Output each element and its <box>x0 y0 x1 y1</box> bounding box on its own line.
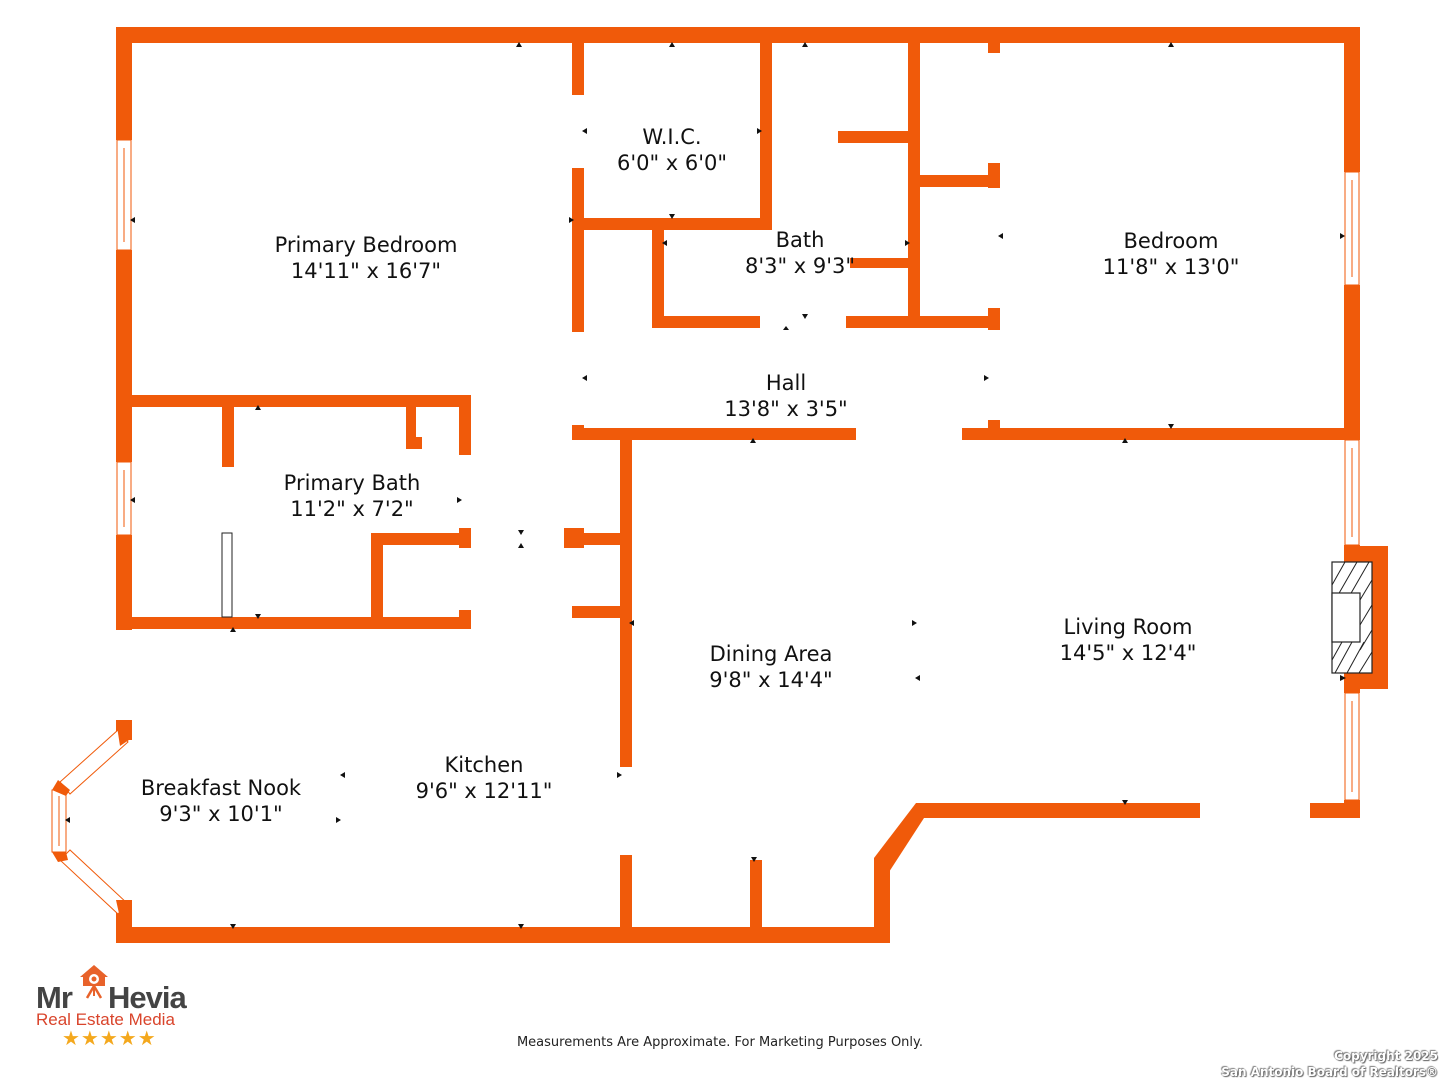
wall <box>572 606 622 618</box>
room-name: Primary Bath <box>283 471 421 495</box>
copyright-line2: San Antonio Board of Realtors® <box>1221 1065 1438 1079</box>
wall <box>988 43 1000 53</box>
wall <box>1344 546 1388 562</box>
wall <box>1344 285 1360 438</box>
wall <box>850 258 910 268</box>
room-name: Dining Area <box>709 642 833 666</box>
wall <box>116 535 132 630</box>
room-dims: 9'6" x 12'11" <box>415 779 553 803</box>
room-dims: 11'2" x 7'2" <box>290 497 414 521</box>
wall <box>1344 27 1360 172</box>
fireplace <box>1331 561 1373 674</box>
bay-corners <box>52 720 132 918</box>
room-living-room: Living Room 14'5" x 12'4" <box>1060 614 1197 666</box>
wall <box>116 617 471 629</box>
room-name: Kitchen <box>444 753 524 777</box>
wall <box>838 131 916 143</box>
room-wic: W.I.C. 6'0" x 6'0" <box>617 124 727 176</box>
wall <box>908 43 920 328</box>
wall <box>459 528 471 548</box>
room-bath: Bath 8'3" x 9'3" <box>745 227 855 279</box>
wall <box>1344 673 1388 689</box>
star-rating-icon: ★★★★★ <box>62 1026 157 1050</box>
wall <box>116 27 132 140</box>
shower-glass <box>221 532 233 618</box>
wall <box>988 308 1000 330</box>
room-dims: 9'3" x 10'1" <box>159 802 283 826</box>
bay-window <box>59 729 129 795</box>
wall <box>620 437 632 767</box>
room-name: Living Room <box>1063 615 1193 639</box>
wall <box>620 855 632 943</box>
copyright: Copyright 2025 San Antonio Board of Real… <box>1221 1048 1438 1080</box>
wall <box>116 395 471 407</box>
room-breakfast-nook: Breakfast Nook 9'3" x 10'1" <box>141 775 301 827</box>
room-name: Bath <box>775 228 825 252</box>
wall <box>222 407 234 467</box>
wall <box>371 533 383 628</box>
wall <box>988 163 1000 188</box>
wall <box>572 168 584 332</box>
room-name: Breakfast Nook <box>140 776 302 800</box>
room-dining-area: Dining Area 9'8" x 14'4" <box>709 641 832 693</box>
wall <box>652 230 664 326</box>
wall <box>116 250 132 462</box>
room-dims: 11'8" x 13'0" <box>1102 255 1240 279</box>
wall <box>874 858 890 942</box>
wall <box>760 43 772 230</box>
logo-subtitle: Real Estate Media <box>36 1010 175 1029</box>
wall <box>406 407 416 447</box>
room-dims: 14'11" x 16'7" <box>290 259 442 283</box>
disclaimer: Measurements Are Approximate. For Market… <box>516 1035 924 1050</box>
wall <box>459 610 471 628</box>
windows <box>51 139 1360 915</box>
wall <box>371 533 471 545</box>
wall-top <box>116 27 1360 43</box>
brand-logo: Mr Hevia Real Estate Media ★★★★★ <box>36 964 206 1054</box>
room-name: W.I.C. <box>642 125 702 149</box>
wall <box>750 860 762 930</box>
wall <box>564 528 584 548</box>
room-primary-bedroom: Primary Bedroom 14'11" x 16'7" <box>275 232 458 284</box>
wall <box>916 803 1200 818</box>
room-dims: 9'8" x 14'4" <box>709 668 833 692</box>
room-name: Primary Bedroom <box>274 233 458 257</box>
logo-brand-left: Mr <box>36 980 73 1015</box>
wall <box>1310 803 1360 818</box>
wall <box>920 175 1000 187</box>
room-kitchen: Kitchen 9'6" x 12'11" <box>416 752 553 804</box>
room-dims: 13'8" x 3'5" <box>724 397 848 421</box>
wall-bottom <box>116 927 890 943</box>
wall <box>572 428 856 440</box>
room-name: Bedroom <box>1123 229 1219 253</box>
dimension-markers <box>65 42 1346 929</box>
house-camera-icon <box>80 965 108 999</box>
wall <box>572 533 622 545</box>
room-dims: 6'0" x 6'0" <box>616 151 728 175</box>
room-dims: 14'5" x 12'4" <box>1059 641 1197 665</box>
wall <box>459 395 471 455</box>
room-primary-bath: Primary Bath 11'2" x 7'2" <box>284 470 421 522</box>
wall <box>572 218 772 230</box>
copyright-line1: Copyright 2025 <box>1334 1049 1438 1063</box>
wall <box>652 316 760 328</box>
room-name: Hall <box>765 371 807 395</box>
wall <box>846 316 1000 328</box>
wall-angled <box>874 803 924 872</box>
room-bedroom: Bedroom 11'8" x 13'0" <box>1103 228 1240 280</box>
wall <box>962 428 1360 440</box>
wall <box>572 43 584 95</box>
room-hall: Hall 13'8" x 3'5" <box>724 370 847 422</box>
logo-brand-right: Hevia <box>108 980 187 1015</box>
room-dims: 8'3" x 9'3" <box>744 254 856 278</box>
wall <box>406 437 422 449</box>
